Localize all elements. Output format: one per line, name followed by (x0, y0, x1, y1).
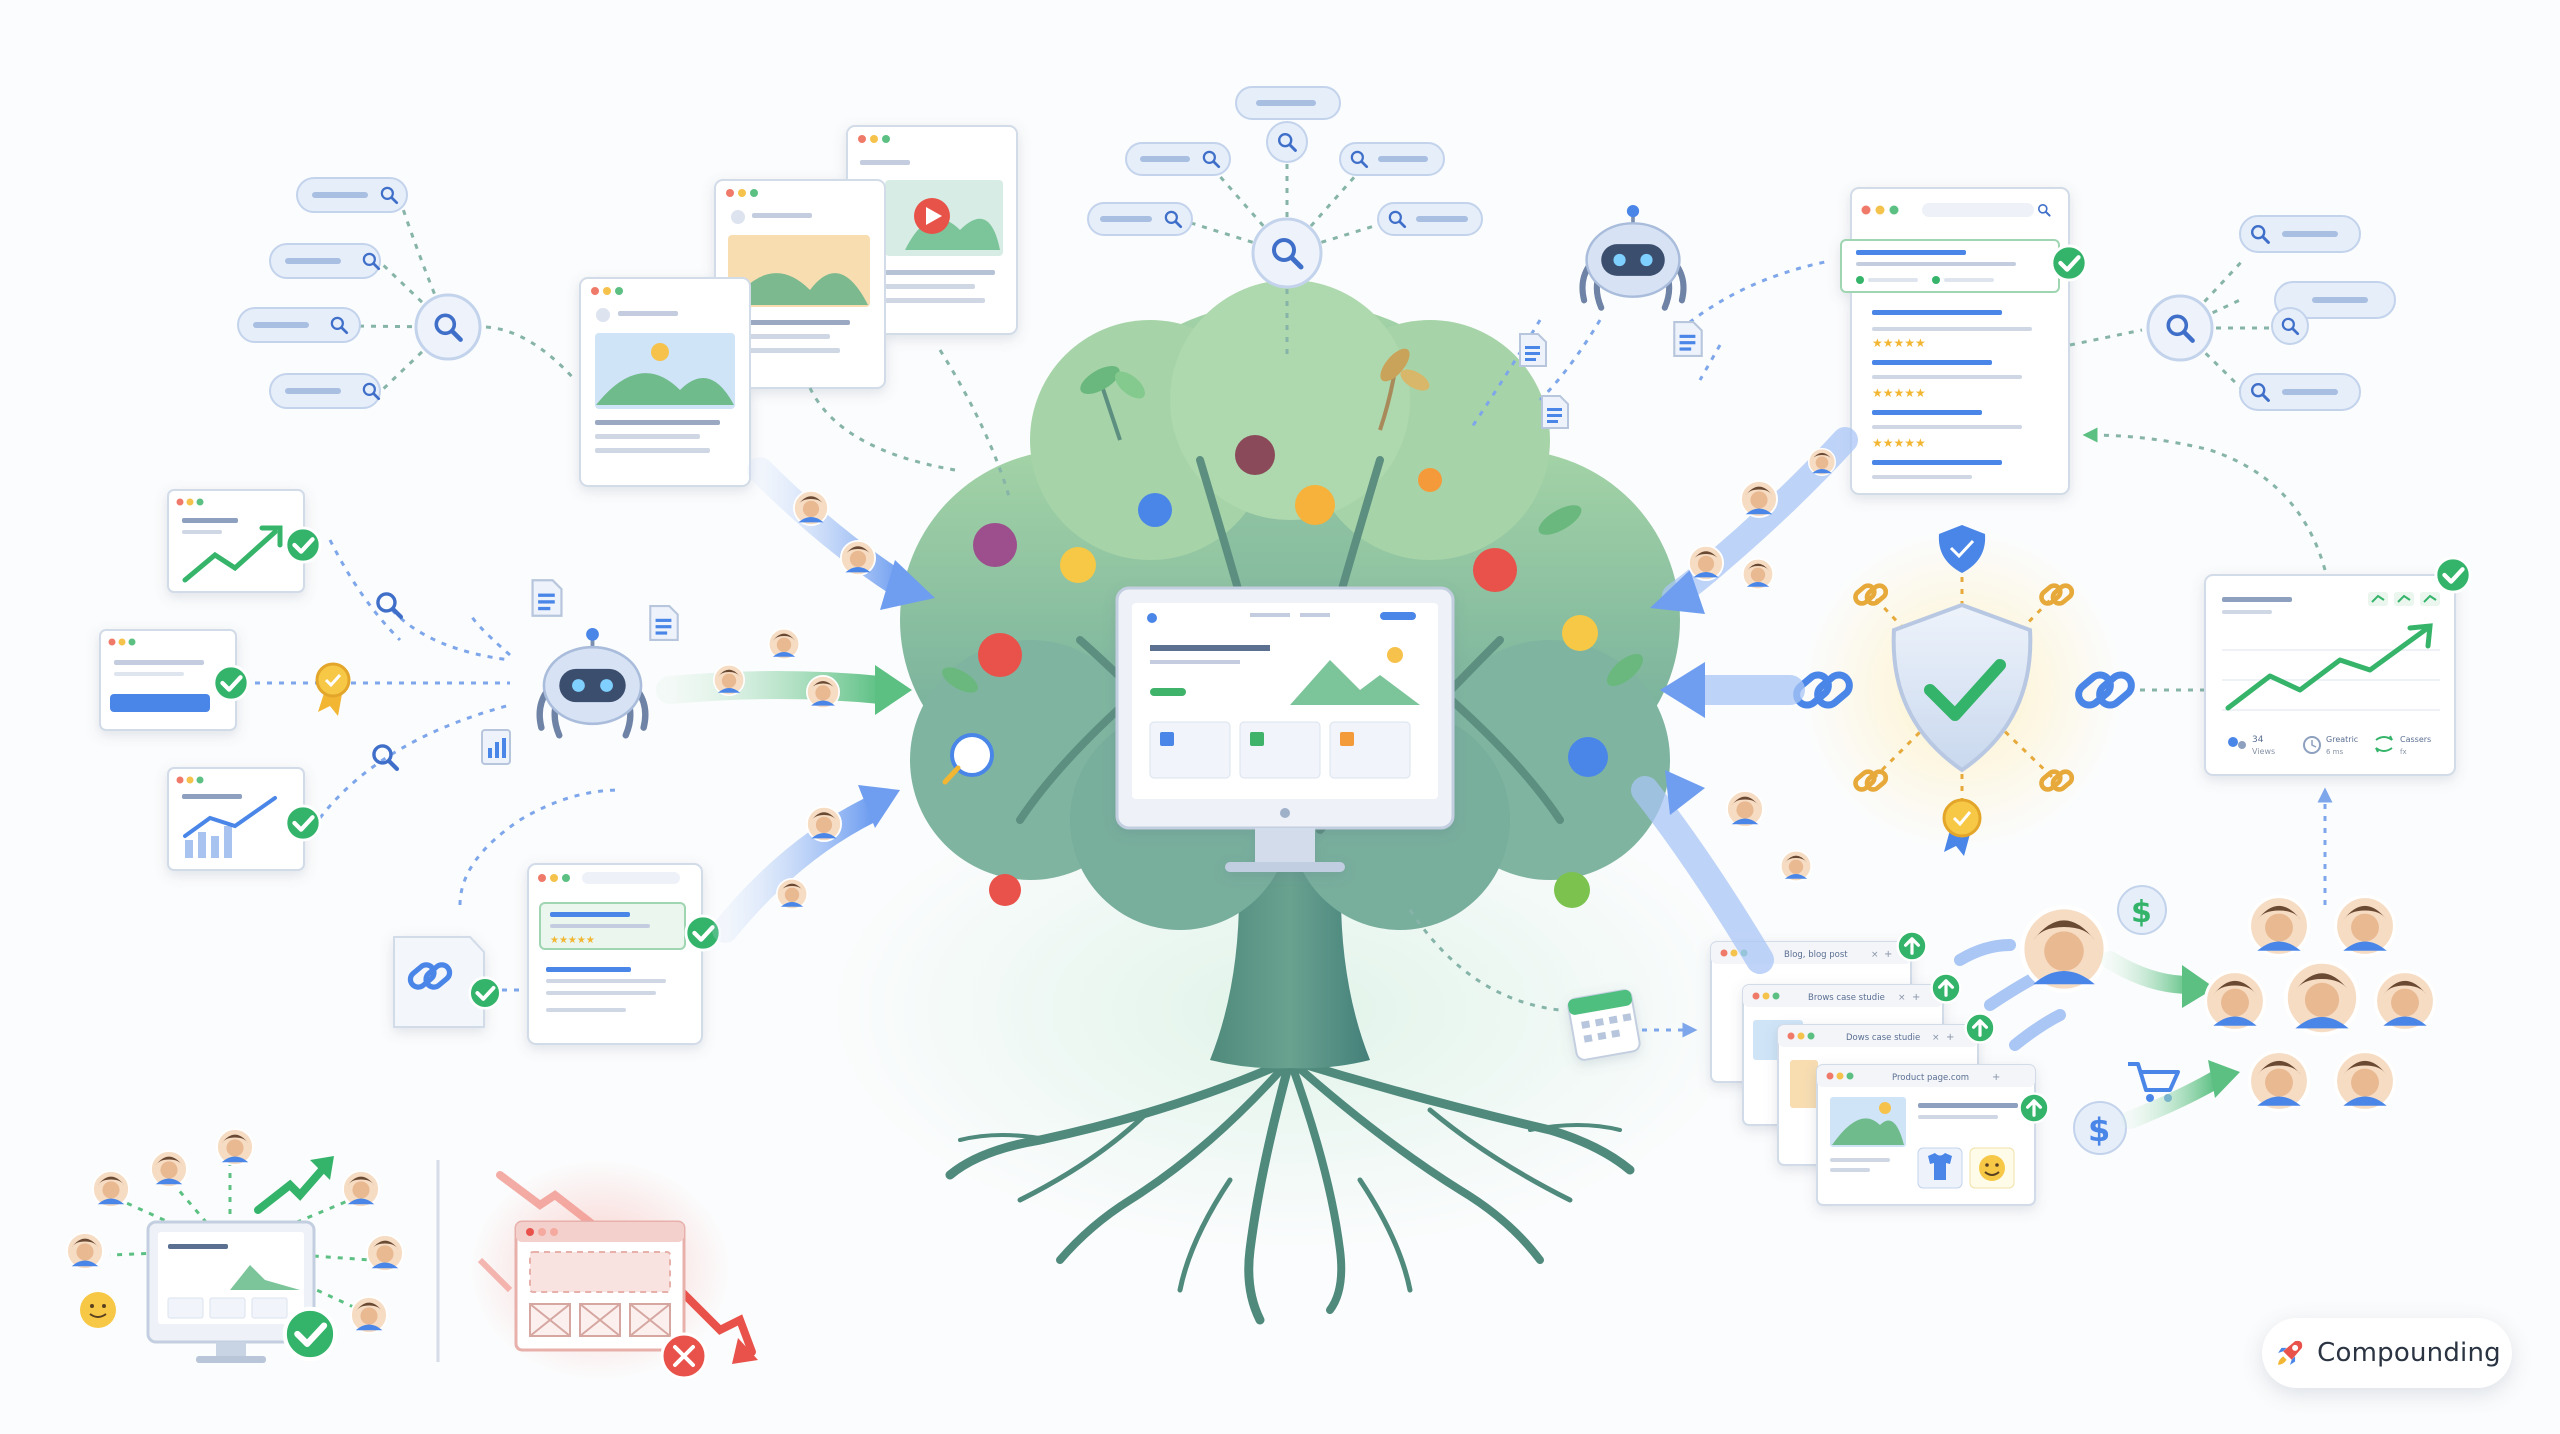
compounding-label: Compounding (2317, 1338, 2501, 1368)
svg-text:★★★★★: ★★★★★ (1872, 336, 1926, 350)
search-result-card-left: ★★★★★ (527, 863, 703, 1045)
time-value: Greatric (2326, 735, 2358, 744)
svg-text:★★★★★: ★★★★★ (1872, 436, 1926, 450)
conversions-label: fx (2400, 748, 2407, 756)
rocket-icon (2278, 1340, 2303, 1365)
crawler-bot-left (255, 539, 912, 819)
time-label: 6 ms (2326, 748, 2343, 756)
dollar-icon-2: $ (2088, 1111, 2110, 1149)
connector-line (2082, 427, 2327, 571)
award-medal-icon (1942, 798, 1982, 856)
search-query-cluster-left (237, 177, 577, 409)
backlink-doc-icon (393, 936, 485, 1028)
content-tabs-stack: Blog, blog post × + Brows case studie × … (1710, 930, 2066, 1206)
svg-text:+: + (1912, 992, 1920, 1003)
svg-text:×: × (1871, 950, 1879, 960)
tree-roots (945, 1055, 1635, 1325)
svg-text:×: × (1898, 993, 1906, 1003)
shirt-icon (1928, 1153, 1952, 1180)
users-icon (2228, 737, 2238, 747)
shield-icon (1938, 525, 1986, 573)
content-connectors (808, 349, 1012, 501)
content-pages-stack (579, 125, 1018, 487)
views-value: 34 (2252, 735, 2264, 745)
calendar-icon (1567, 989, 1641, 1061)
compounding-badge: Compounding (2262, 1318, 2512, 1388)
svg-text:★★★★★: ★★★★★ (1872, 386, 1926, 400)
authority-arrow-lower (1631, 776, 1774, 974)
conversions-value: Cassers (2400, 735, 2431, 744)
tab-brows-case-study: Brows case studie (1808, 993, 1885, 1003)
crawler-bot-right (1468, 205, 1826, 431)
dollar-icon: $ (2131, 895, 2152, 930)
analytics-card: 34 Views Greatric 6 ms Cassers fx (2204, 574, 2456, 776)
search-query-cluster-right (2069, 215, 2396, 411)
svg-text:×: × (1932, 1033, 1940, 1043)
central-monitor (1115, 586, 1455, 872)
views-label: Views (2252, 747, 2275, 756)
clock-icon (2303, 736, 2321, 754)
bar-chart-icon (481, 729, 511, 765)
svg-text:+: + (1884, 949, 1892, 960)
svg-text:+: + (1946, 1032, 1954, 1043)
svg-text:+: + (1992, 1072, 2000, 1083)
award-medal-icon (315, 662, 351, 716)
traffic-arrow-top-right (1650, 427, 1858, 614)
audience-monitor-panel (66, 1128, 404, 1363)
tab-dows-case-study: Dows case studie (1846, 1033, 1920, 1043)
trust-shield-cluster (1792, 525, 2205, 856)
search-query-cluster-top (1087, 86, 1483, 360)
tree-fruits (942, 435, 1608, 908)
serp-results-page: ★★★★★ ★★★★★ ★★★★★ (1840, 187, 2070, 495)
traffic-arrow-left-lower (712, 785, 900, 943)
conversion-icon (2375, 735, 2393, 753)
connector-line (458, 788, 621, 906)
declining-page-panel (470, 1160, 758, 1380)
traffic-arrow-top-left (747, 457, 935, 610)
growth-tree (900, 280, 1680, 1325)
authority-arrow-right (1660, 662, 1805, 718)
connector-line (1408, 909, 1561, 1012)
tab-blog-post: Blog, blog post (1784, 950, 1848, 960)
tab-product-page: Product page.com (1892, 1073, 1969, 1083)
svg-text:★★★★★: ★★★★★ (550, 935, 595, 946)
ranking-cards-left (99, 489, 305, 871)
tree-sprouts (942, 348, 1644, 693)
customer-conversion-cluster: $ $ (2022, 885, 2436, 1155)
